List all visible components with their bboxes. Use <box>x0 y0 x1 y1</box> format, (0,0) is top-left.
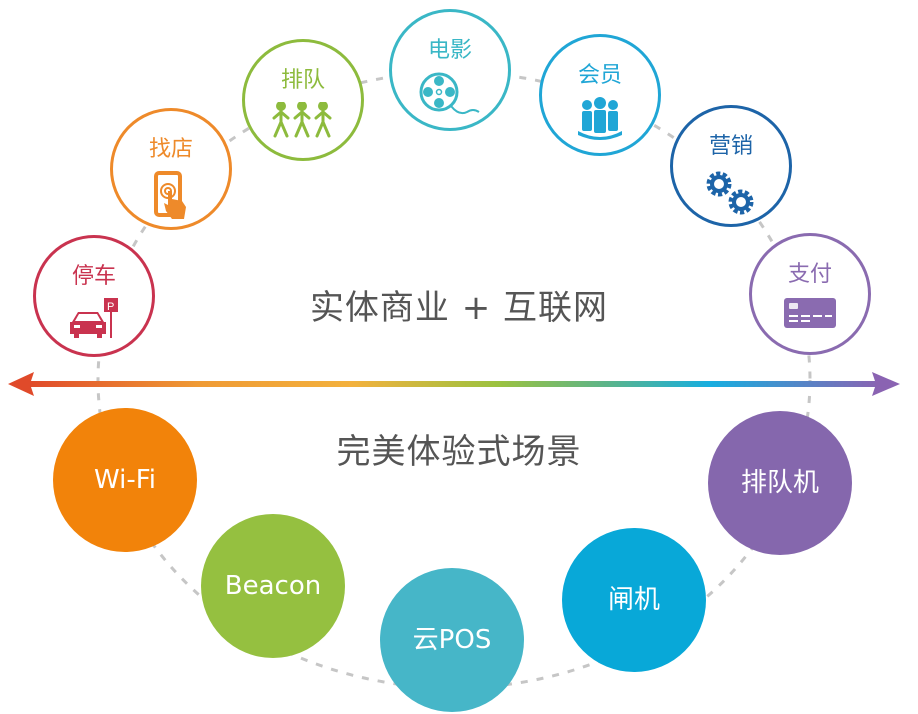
service-label: 停车 <box>71 264 116 289</box>
service-membership[interactable]: 会员 <box>539 34 661 156</box>
device-label: Beacon <box>224 571 322 601</box>
arrow-left-head <box>8 372 34 396</box>
dashed-ring <box>96 70 812 690</box>
film-reel-icon <box>419 72 481 120</box>
service-label: 营销 <box>708 134 753 159</box>
service-label: 会员 <box>577 63 622 88</box>
headline-bottom: 完美体验式场景 <box>336 432 582 472</box>
device-label: 闸机 <box>607 585 660 615</box>
headline-top: 实体商业 + 互联网 <box>309 288 609 328</box>
arrow-right-head <box>872 372 900 396</box>
device-beacon[interactable]: Beacon <box>201 514 345 658</box>
gears-icon <box>703 168 759 222</box>
service-parking[interactable]: 停车 P <box>33 235 155 357</box>
service-label: 找店 <box>148 137 193 162</box>
service-movie[interactable]: 电影 <box>389 9 511 131</box>
device-label: 排队机 <box>740 468 819 498</box>
car-parking-icon: P <box>64 298 124 344</box>
service-label: 排队 <box>280 68 325 93</box>
phone-touch-icon <box>154 171 188 227</box>
service-find-store[interactable]: 找店 <box>110 108 232 230</box>
credit-card-icon <box>784 296 836 334</box>
service-queue[interactable]: 排队 <box>242 39 364 161</box>
svg-text:P: P <box>107 301 114 313</box>
device-gate[interactable]: 闸机 <box>562 528 706 672</box>
device-label: 云POS <box>412 625 492 655</box>
device-label: Wi-Fi <box>93 465 157 495</box>
service-label: 支付 <box>787 262 832 287</box>
double-arrow <box>8 372 900 396</box>
members-group-icon <box>576 97 624 145</box>
service-payment[interactable]: 支付 <box>749 233 871 355</box>
service-label: 电影 <box>427 38 472 63</box>
service-marketing[interactable]: 营销 <box>670 105 792 227</box>
device-wifi[interactable]: Wi-Fi <box>53 408 197 552</box>
people-walking-icon <box>272 101 334 142</box>
device-queue-machine[interactable]: 排队机 <box>708 411 852 555</box>
device-cloud-pos[interactable]: 云POS <box>380 568 524 712</box>
